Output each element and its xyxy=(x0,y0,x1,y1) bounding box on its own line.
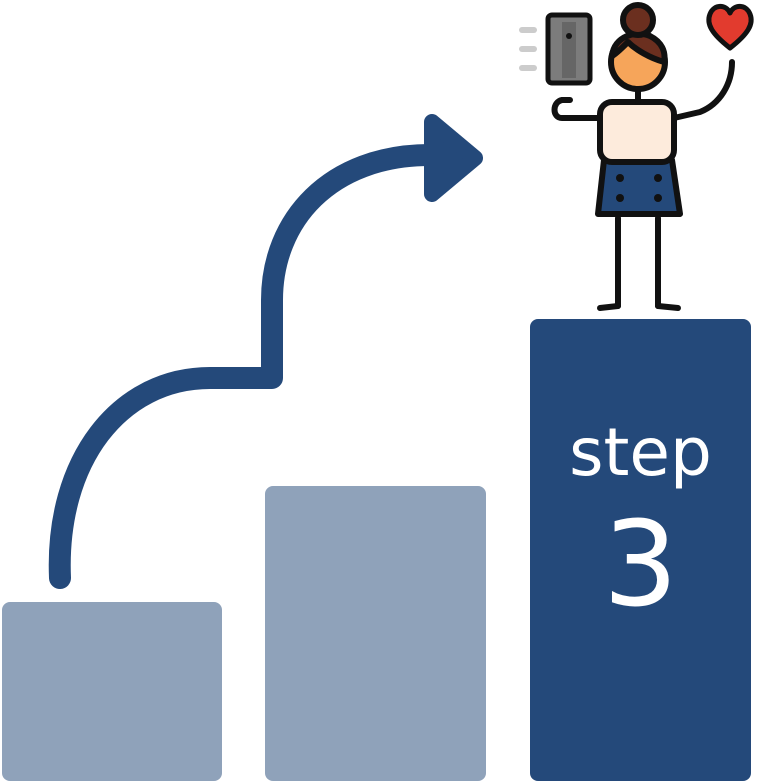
step-1-block xyxy=(2,602,222,781)
curved-arrow-icon xyxy=(48,114,483,589)
step-3-block xyxy=(530,319,751,781)
step-word-label: step xyxy=(569,414,712,491)
woman-figure-icon xyxy=(551,2,735,311)
phone-icon xyxy=(519,12,593,86)
step-number-label: 3 xyxy=(602,495,679,633)
heart-icon xyxy=(706,3,754,51)
step-2-block xyxy=(265,486,486,781)
